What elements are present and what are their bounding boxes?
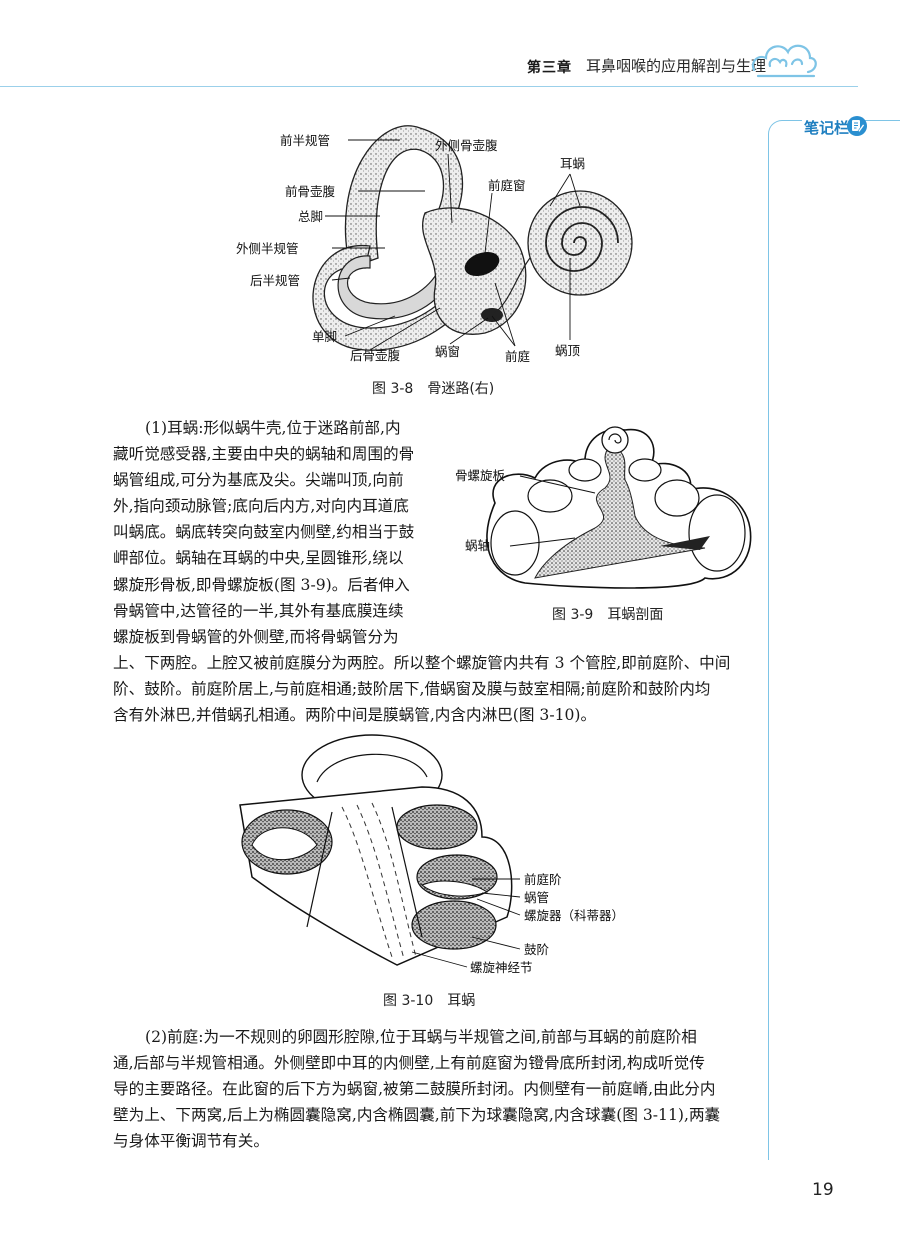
label-apex: 蜗顶 <box>555 343 581 358</box>
page-number: 19 <box>812 1180 834 1200</box>
text-line: 藏听觉感受器,主要由中央的蜗轴和周围的骨 <box>113 445 415 464</box>
label-spiral-ganglion: 螺旋神经节 <box>470 960 533 975</box>
text-line: 蜗管组成,可分为基底及尖。尖端叫顶,向前 <box>113 471 404 490</box>
text-line: 螺旋板到骨蜗管的外侧壁,而将骨蜗管分为 <box>113 627 399 646</box>
label-anterior-canal: 前半规管 <box>280 133 330 148</box>
figure-3-8-caption: 图 3-8 骨迷路(右) <box>372 381 495 397</box>
figure-3-8-bony-labyrinth: 前半规管 前骨壶腹 总脚 外侧半规管 后半规管 单脚 后骨壶腹 蜗窗 前庭 蜗顶… <box>236 125 633 364</box>
notes-column <box>768 120 900 1160</box>
header-rule <box>0 86 858 87</box>
label-lateral-canal: 外侧半规管 <box>236 241 299 256</box>
label-modiolus: 蜗轴 <box>465 538 490 553</box>
text-line: 阶、鼓阶。前庭阶居上,与前庭相通;鼓阶居下,借蜗窗及膜与鼓室相隔;前庭阶和鼓阶内… <box>113 679 711 698</box>
label-scala-tympani: 鼓阶 <box>524 942 550 957</box>
text-line: 外,指向颈动脉管;底向后内方,对向内耳道底 <box>113 497 409 516</box>
text-line: (1)耳蜗:形似蜗牛壳,位于迷路前部,内 <box>145 419 401 437</box>
text-line: 叫蜗底。蜗底转突向鼓室内侧壁,约相当于鼓 <box>113 523 415 542</box>
figure-3-10-caption: 图 3-10 耳蜗 <box>383 993 476 1009</box>
label-organ-of-corti: 螺旋器（科蒂器） <box>524 908 624 923</box>
chapter-label: 第三章 <box>527 60 572 76</box>
text-line: 含有外淋巴,并借蜗孔相通。两阶中间是膜蜗管,内含内淋巴(图 3-10)。 <box>113 706 597 725</box>
oval-window <box>464 251 500 277</box>
label-posterior-canal: 后半规管 <box>250 273 300 288</box>
chapter-title: 耳鼻咽喉的应用解剖与生理 <box>586 57 767 75</box>
figure-3-10-cochlea: 前庭阶 蜗管 螺旋器（科蒂器） 鼓阶 螺旋神经节 <box>239 734 624 975</box>
label-anterior-ampulla: 前骨壶腹 <box>285 184 336 199</box>
text-line: 岬部位。蜗轴在耳蜗的中央,呈圆锥形,绕以 <box>113 549 404 568</box>
label-spiral-lamina: 骨螺旋板 <box>455 468 506 483</box>
text-line: 壁为上、下两窝,后上为椭圆囊隐窝,内含椭圆囊,前下为球囊隐窝,内含球囊(图 3-… <box>113 1106 721 1125</box>
text-line: 骨蜗管中,达管径的一半,其外有基底膜连续 <box>113 601 404 620</box>
notes-label: 笔记栏 <box>802 117 852 138</box>
label-simple-crus: 单脚 <box>312 329 337 344</box>
note-edit-icon <box>847 116 867 136</box>
text-line: 导的主要路径。在此窗的后下方为蜗窗,被第二鼓膜所封闭。内侧壁有一前庭嵴,由此分内 <box>113 1080 716 1099</box>
label-common-crus: 总脚 <box>298 209 323 224</box>
figure-3-9-caption: 图 3-9 耳蜗剖面 <box>552 607 664 623</box>
label-posterior-ampulla: 后骨壶腹 <box>350 348 401 363</box>
paragraph-vestibule: (2)前庭:为一不规则的卵圆形腔隙,位于耳蜗与半规管之间,前部与耳蜗的前庭阶相 … <box>113 1024 753 1154</box>
label-cochlear-duct: 蜗管 <box>524 890 549 905</box>
label-round-window: 蜗窗 <box>435 344 460 359</box>
cloud-swirl-icon <box>751 44 817 78</box>
label-vestibule: 前庭 <box>505 349 531 364</box>
label-scala-vestibuli: 前庭阶 <box>524 872 562 887</box>
label-oval-window: 前庭窗 <box>488 178 526 193</box>
paragraph-cochlea: (1)耳蜗:形似蜗牛壳,位于迷路前部,内 藏听觉感受器,主要由中央的蜗轴和周围的… <box>113 415 753 728</box>
text-line: (2)前庭:为一不规则的卵圆形腔隙,位于耳蜗与半规管之间,前部与耳蜗的前庭阶相 <box>145 1028 697 1046</box>
figure-3-9-cochlea-section: 骨螺旋板 蜗轴 <box>455 426 752 589</box>
label-lateral-ampulla: 外侧骨壶腹 <box>435 138 498 153</box>
text-line: 螺旋形骨板,即骨螺旋板(图 3-9)。后者伸入 <box>113 575 410 594</box>
label-cochlea: 耳蜗 <box>560 156 585 171</box>
modiolus <box>534 445 706 579</box>
text-line: 通,后部与半规管相通。外侧壁即中耳的内侧壁,上有前庭窗为镫骨底所封闭,构成听觉传 <box>113 1054 705 1073</box>
text-line: 与身体平衡调节有关。 <box>113 1132 269 1151</box>
cochlea-spiral <box>545 206 619 272</box>
text-line: 上、下两腔。上腔又被前庭膜分为两腔。所以整个螺旋管内共有 3 个管腔,即前庭阶、… <box>113 653 731 672</box>
